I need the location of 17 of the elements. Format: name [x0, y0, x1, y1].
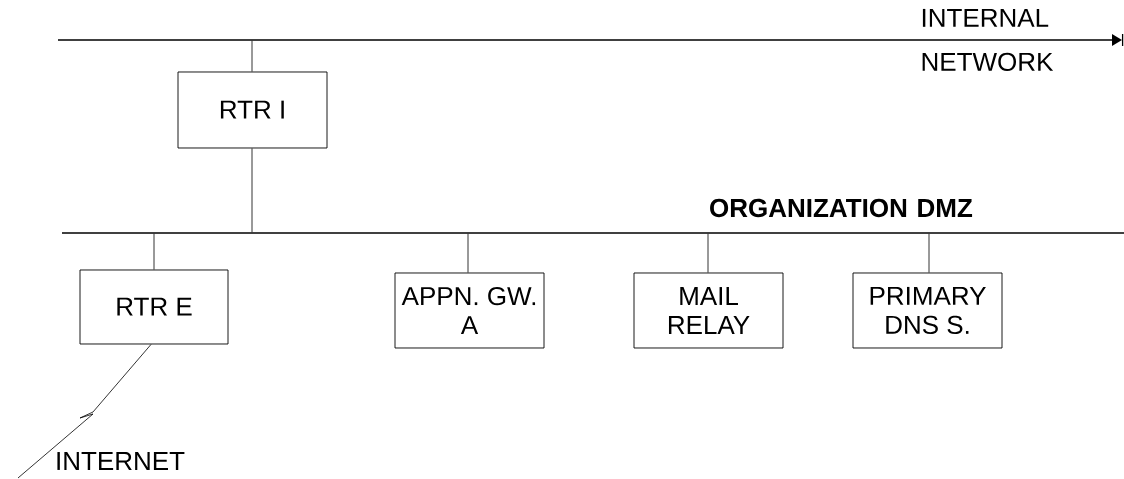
network-line [62, 232, 1124, 234]
connector-line [251, 40, 253, 72]
link-line [17, 344, 152, 479]
connector-line [153, 233, 155, 270]
network-label: INTERNAL NETWORK [922, 8, 1054, 72]
network-label: ORGANIZATION DMZ [710, 198, 973, 218]
device-box: RTR E [79, 269, 229, 345]
connector-line [707, 233, 709, 273]
device-box: PRIMARY DNS S. [852, 272, 1003, 349]
device-box: RTR I [177, 71, 328, 149]
connector-line [467, 233, 469, 273]
connector-line [251, 148, 253, 233]
connector-line [928, 233, 930, 273]
device-box: APPN. GW. A [394, 272, 545, 349]
device-box: MAIL RELAY [633, 272, 784, 349]
network-line [58, 33, 1124, 47]
network-label: INTERNET [57, 452, 185, 470]
